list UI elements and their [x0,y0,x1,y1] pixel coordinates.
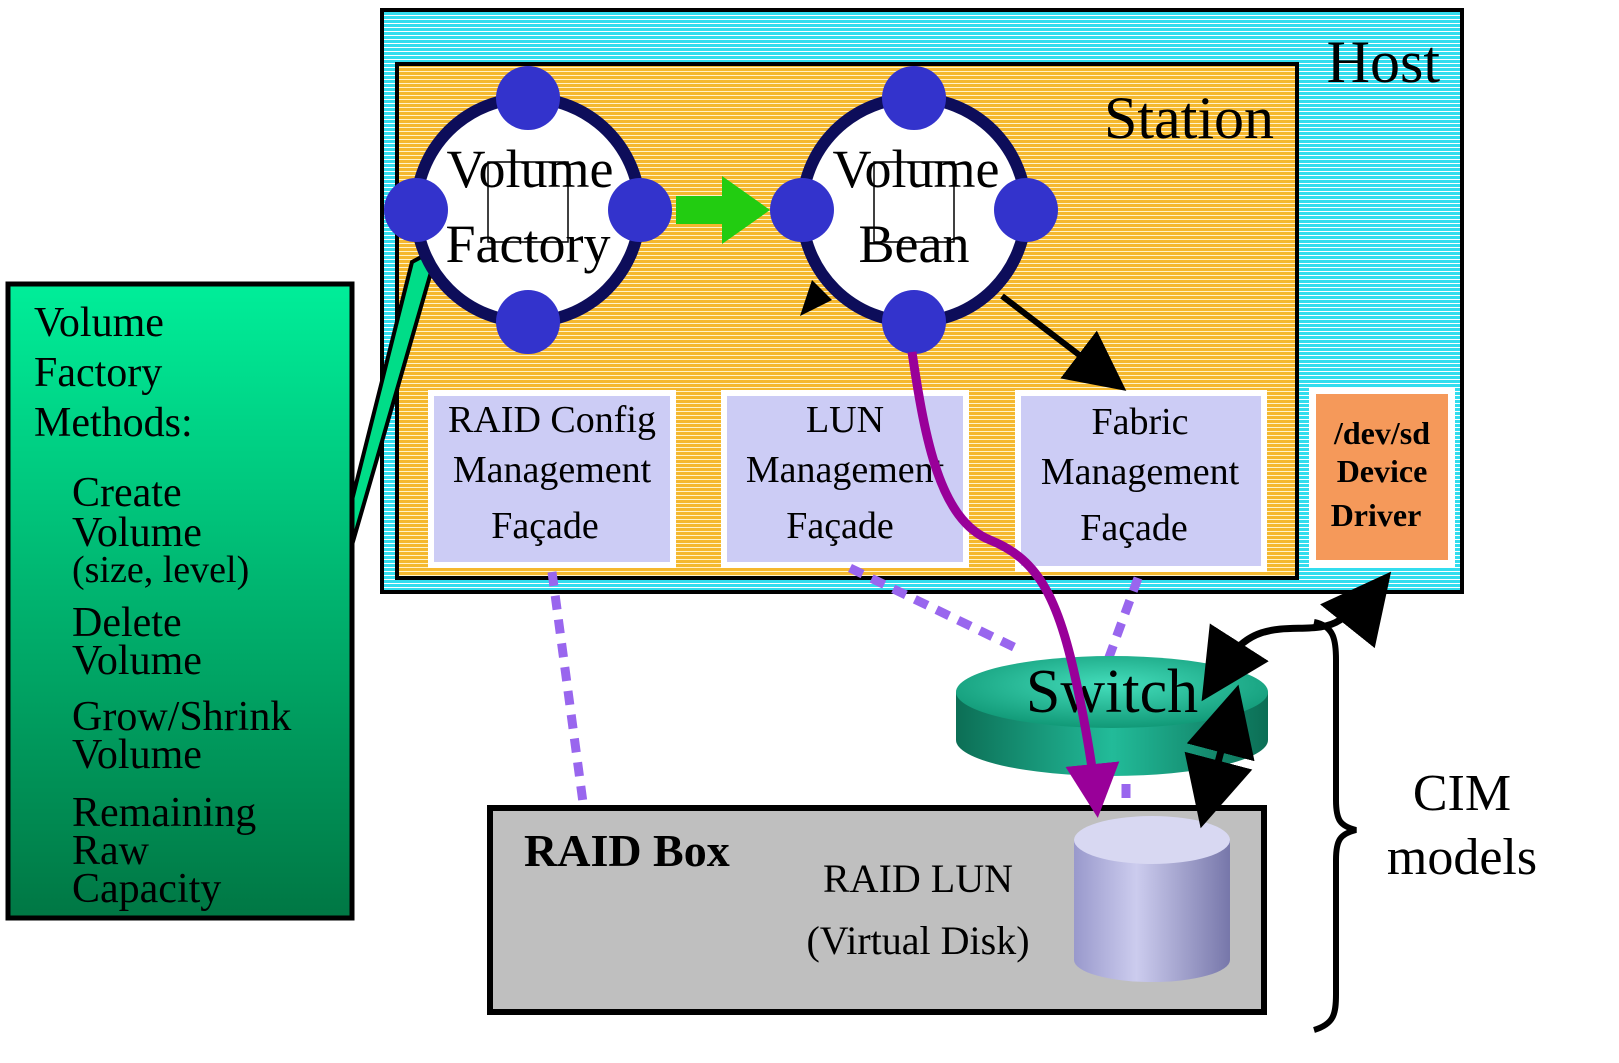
facade-raid-line3: Façade [491,505,599,547]
switch-to-driver-arrow [1201,571,1392,702]
methods-box: Volume Factory Methods: Create Volume (s… [5,281,355,921]
facade-raid-line2: Management [453,449,652,491]
facade-lun-line1: LUN [806,399,884,441]
method-delete-2: Volume [72,638,202,684]
facade-fabric-line3: Façade [1080,507,1188,549]
switch-to-disk-arrow [1184,684,1255,829]
facade-lun-line3: Façade [786,505,894,547]
device-driver-box: /dev/sd Device Driver [1309,388,1455,568]
volume-factory-component[interactable]: Volume Factory [384,66,672,354]
facade-raid-config: RAID Config Management Façade [428,390,676,568]
volume-bean-component[interactable]: Volume Bean [770,66,1058,354]
green-flow-arrow [676,176,770,244]
cim-brace [1313,619,1357,1033]
driver-line1: /dev/sd [1333,415,1430,451]
facade-fabric: Fabric Management Façade [1015,390,1267,572]
driver-line3: Driver [1331,497,1422,533]
dotted-raid-to-box [547,571,589,811]
dotted-fabric-to-switch [1103,576,1143,662]
methods-title-1: Volume [34,300,164,346]
port-node [496,290,560,354]
method-remaining-3: Capacity [72,866,221,912]
cycle-arrowhead [800,280,832,316]
facade-lun-line2: Management [746,449,945,491]
facade-raid-line1: RAID Config [448,399,656,441]
method-delete-1: Delete [72,600,182,646]
facade-lun: LUN Management Façade [721,390,969,568]
port-node [496,66,560,130]
bean-to-fabric-arrow [1000,293,1127,391]
raid-lun-line2: (Virtual Disk) [806,918,1029,963]
method-create-1: Create [72,470,182,516]
methods-title-2: Factory [34,350,162,396]
method-remaining-1: Remaining [72,790,256,836]
port-node [384,178,448,242]
volume-factory-line1: Volume [446,139,613,199]
volume-bean-line1: Volume [832,139,999,199]
station-label: Station [1104,85,1274,151]
virtual-disk-cylinder [1074,816,1230,982]
port-node [882,66,946,130]
driver-line2: Device [1337,453,1428,489]
raid-box-label: RAID Box [524,825,730,876]
methods-title-3: Methods: [34,400,193,446]
port-node [994,178,1058,242]
method-grow-1: Grow/Shrink [72,694,291,740]
switch-label: Switch [1026,658,1198,726]
facade-fabric-line1: Fabric [1091,401,1188,443]
dotted-lun-to-switch [848,563,1022,655]
method-create-2: Volume [72,510,202,556]
raid-lun-line1: RAID LUN [823,856,1013,901]
purple-io-path-arrow [907,351,1120,818]
cim-line1: CIM [1413,765,1511,822]
volume-factory-line2: Factory [446,214,611,274]
method-remaining-2: Raw [72,828,150,874]
facade-fabric-line2: Management [1041,451,1240,493]
volume-bean-line2: Bean [859,214,970,274]
cim-line2: models [1387,829,1537,886]
host-label: Host [1327,29,1441,95]
port-node [882,290,946,354]
port-node [770,178,834,242]
port-node [608,178,672,242]
method-grow-2: Volume [72,732,202,778]
method-create-3: (size, level) [72,549,249,591]
